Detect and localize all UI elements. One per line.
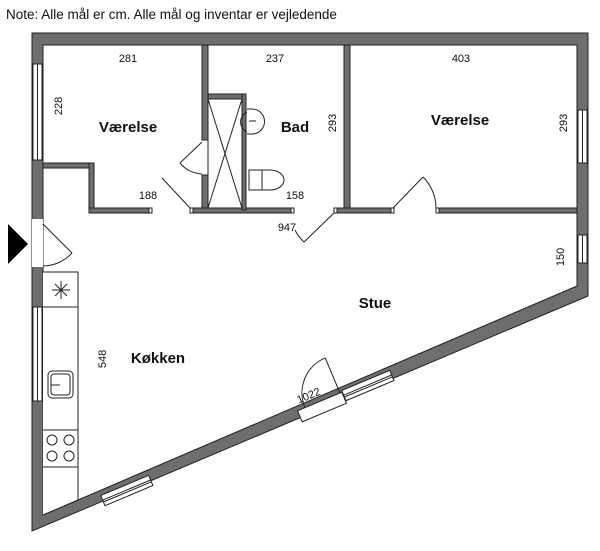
dim-stue-right: 150 <box>555 248 567 266</box>
entrance-door[interactable] <box>32 219 73 267</box>
interior-walls <box>42 44 578 214</box>
note-text: Note: Alle mål er cm. Alle mål og invent… <box>6 7 337 22</box>
door-entrance-hall[interactable] <box>290 207 338 243</box>
window-right-top <box>577 109 588 164</box>
outer-wall <box>31 32 589 532</box>
dim-kokken-height: 548 <box>97 350 109 368</box>
window-left-top <box>32 63 43 161</box>
room-label-vaerelse-left: Værelse <box>99 119 157 136</box>
room-label-kokken: Køkken <box>131 350 185 367</box>
shower <box>207 98 243 209</box>
window-diagonal-right <box>341 369 395 402</box>
door-vaerelse-right[interactable] <box>390 176 440 214</box>
dim-vaerelse-right-height: 293 <box>558 114 570 132</box>
room-label-vaerelse-right: Værelse <box>431 112 489 129</box>
dim-bad-height: 293 <box>327 114 339 132</box>
window-diagonal-left <box>100 474 154 507</box>
extractor-fan-icon <box>52 281 70 299</box>
dim-total-width: 947 <box>278 222 296 234</box>
bathroom-door[interactable] <box>179 141 203 175</box>
dim-vaerelse-left-width: 281 <box>119 53 137 65</box>
door-vaerelse-left[interactable] <box>148 177 194 214</box>
balcony-door[interactable] <box>283 357 348 423</box>
room-label-stue: Stue <box>359 295 392 312</box>
window-left-kitchen <box>32 306 43 402</box>
window-right-bottom <box>577 234 588 264</box>
dim-bad-bottom: 158 <box>286 190 304 202</box>
stove-icon <box>46 434 75 462</box>
room-label-bad: Bad <box>281 119 309 136</box>
dim-vaerelse-right-width: 403 <box>452 53 470 65</box>
dim-vaerelse-left-height: 228 <box>53 97 65 115</box>
bathroom-sink-icon <box>240 108 265 135</box>
toilet-icon <box>248 169 285 191</box>
kitchen-sink-icon <box>47 370 74 399</box>
entrance-arrow-icon <box>8 224 28 264</box>
dim-bad-width: 237 <box>266 53 284 65</box>
dim-vaerelse-left-bottom: 188 <box>139 190 157 202</box>
